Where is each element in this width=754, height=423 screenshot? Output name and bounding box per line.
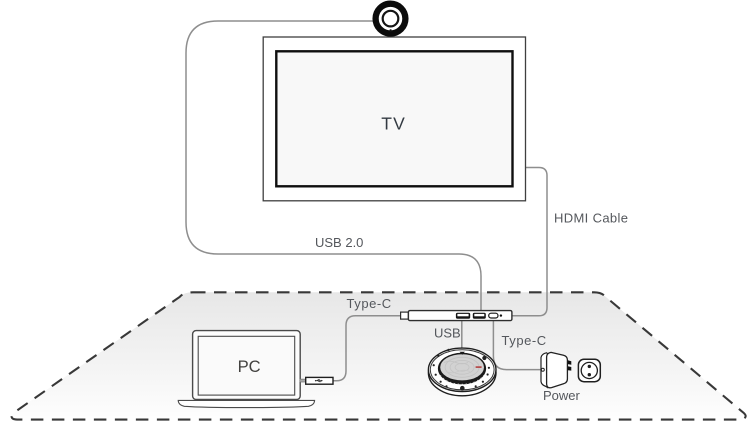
svg-text:Power: Power [543,388,581,403]
svg-text:HDMI Cable: HDMI Cable [554,210,628,225]
svg-text:Type-C: Type-C [502,333,547,348]
svg-text:TV: TV [381,113,406,133]
svg-text:USB 2.0: USB 2.0 [315,235,363,250]
svg-text:PC: PC [238,357,261,376]
svg-text:Type-C: Type-C [347,296,392,311]
svg-text:USB: USB [434,326,461,341]
